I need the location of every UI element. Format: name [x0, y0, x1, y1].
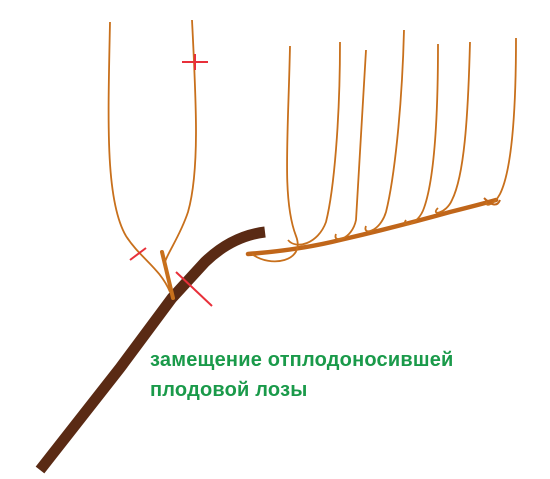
cane-shoot-3	[334, 49, 367, 241]
cane-shoot-7	[485, 37, 517, 206]
cut-mark-trunk	[175, 271, 213, 307]
caption-line-2: плодовой лозы	[150, 379, 308, 401]
cane-node-curl	[483, 197, 501, 206]
cane-shoot-2	[287, 41, 341, 246]
fruiting-cane	[245, 197, 499, 257]
cut-mark-spur	[129, 247, 147, 261]
diagram-caption: замещение отплодоносившей плодовой лозы	[150, 345, 540, 405]
cane-shoot-1	[251, 45, 299, 263]
old-trunk	[35, 226, 266, 474]
cane-shoot-5	[403, 43, 439, 226]
spur-shoot-right	[164, 19, 197, 263]
cane-shoot-4	[364, 29, 405, 233]
cane-shoot-6	[435, 41, 471, 214]
replacement-spur-stub	[160, 250, 175, 300]
spur-shoot-left	[107, 21, 171, 293]
caption-line-1: замещение отплодоносившей	[150, 349, 454, 371]
